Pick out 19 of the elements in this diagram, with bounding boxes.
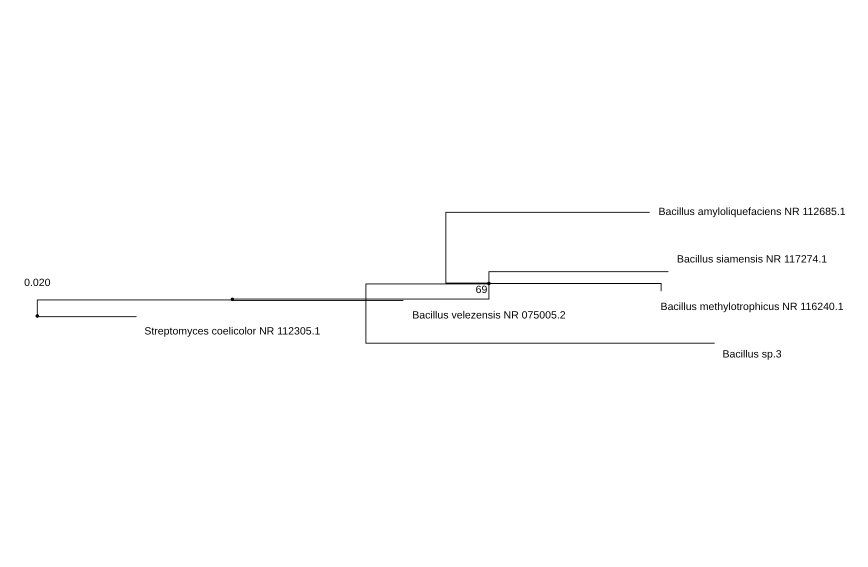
node-text: Bacillus amyloliquefaciens NR 112685.1 [658,206,846,218]
connector [232,300,404,301]
connector [365,283,716,344]
node-point [487,282,491,286]
connector [490,283,662,292]
connector [233,284,490,300]
label: 0.020 [24,277,50,290]
node-text: Bacillus methylotrophicus NR 116240.1 [660,300,844,313]
connector [36,300,232,315]
node-label: 69 [476,284,488,296]
node-text: Bacillus velezensis NR 075005.2 [412,310,566,322]
connector [38,316,137,318]
node-point [230,298,234,302]
connector [488,271,669,282]
node-text: Bacillus sp.3 [722,348,782,360]
node-text: Streptomyces coelicolor NR 112305.1 [144,326,320,338]
node-point [36,314,39,318]
connector [445,212,650,284]
node-text: Bacillus siamensis NR 117274.1 [676,254,828,266]
